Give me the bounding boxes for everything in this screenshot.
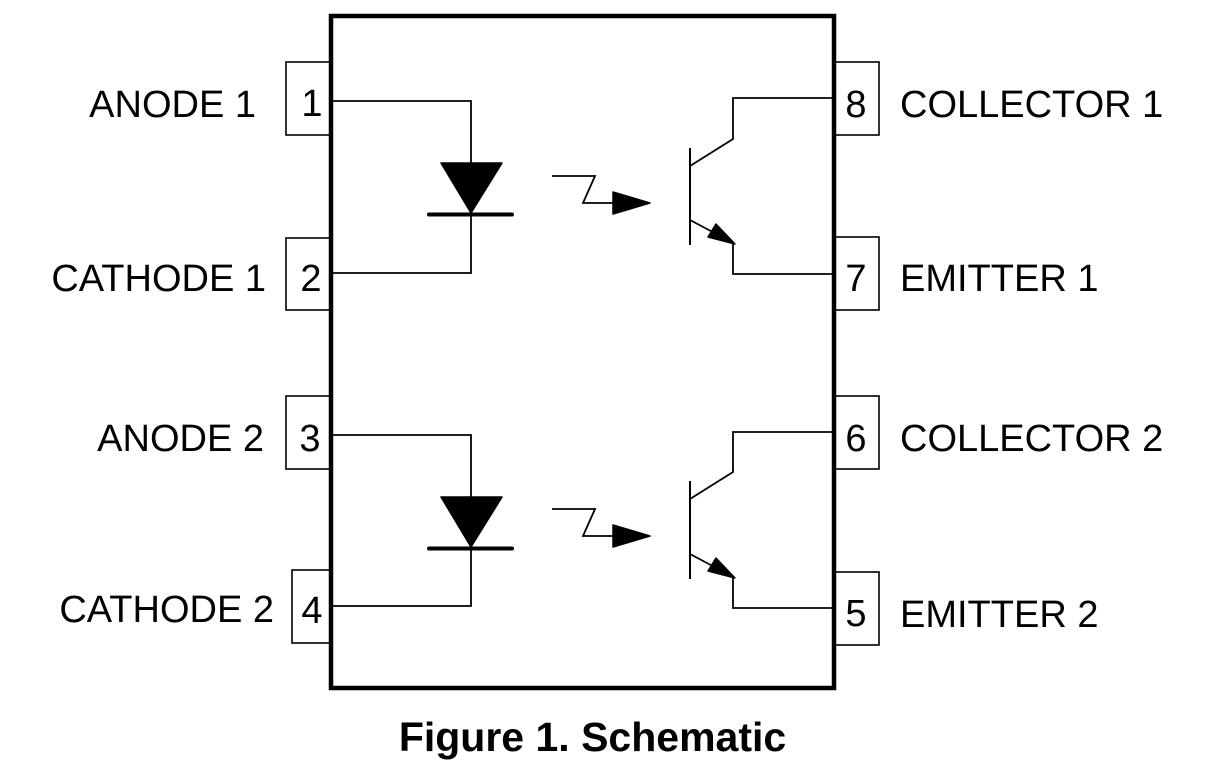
pin-5: 5 EMITTER 2 <box>833 571 1098 646</box>
anode-1-wire <box>331 100 472 165</box>
cathode-1-wire <box>331 215 472 274</box>
pin-7-number: 7 <box>845 258 866 300</box>
package-outline <box>328 13 837 691</box>
anode-2-wire <box>331 434 472 499</box>
pin-3: 3 ANODE 2 <box>97 395 331 470</box>
pin-4: 4 CATHODE 2 <box>59 569 331 644</box>
pin-1-box <box>285 61 331 136</box>
light-2-arrowhead <box>612 524 651 548</box>
pin-1: 1 ANODE 1 <box>89 61 331 136</box>
emitter-1-arrowhead <box>707 223 736 245</box>
light-1-arrowhead <box>612 191 651 215</box>
collector-2-wire <box>689 431 834 500</box>
npn-phototransistor-icon <box>689 431 834 609</box>
collector-1-wire <box>689 97 834 167</box>
cathode-2-wire <box>331 549 472 607</box>
led-diode-icon <box>331 100 514 274</box>
figure-caption: Figure 1. Schematic <box>398 714 787 760</box>
pin-3-label: ANODE 2 <box>97 418 264 460</box>
pin-1-label: ANODE 1 <box>89 84 256 126</box>
pin-2: 2 CATHODE 1 <box>51 237 331 311</box>
light-1-zigzag <box>552 175 620 204</box>
pin-3-box <box>285 395 331 470</box>
pin-7-label: EMITTER 1 <box>900 258 1098 300</box>
pin-2-number: 2 <box>300 258 321 300</box>
pin-5-number: 5 <box>845 593 866 635</box>
pin-1-number: 1 <box>301 83 322 125</box>
pin-6-number: 6 <box>845 418 866 460</box>
pin-3-number: 3 <box>299 418 320 460</box>
light-coupling-arrow-icon <box>552 508 651 548</box>
pin-4-number: 4 <box>301 590 322 632</box>
pin-7: 7 EMITTER 1 <box>833 236 1098 311</box>
led-1-triangle <box>440 162 503 214</box>
light-2-zigzag <box>552 508 620 537</box>
pin-2-label: CATHODE 1 <box>51 258 266 300</box>
pin-8: 8 COLLECTOR 1 <box>833 61 1163 136</box>
pin-4-label: CATHODE 2 <box>59 589 274 631</box>
channel-2 <box>331 431 834 609</box>
emitter-1-wire <box>732 244 834 275</box>
pin-6: 6 COLLECTOR 2 <box>833 395 1163 470</box>
pin-6-label: COLLECTOR 2 <box>900 418 1163 460</box>
led-2-triangle <box>440 496 503 548</box>
light-coupling-arrow-icon <box>552 175 651 215</box>
emitter-2-wire <box>732 578 834 609</box>
pin-8-label: COLLECTOR 1 <box>900 84 1163 126</box>
pin-5-label: EMITTER 2 <box>900 594 1098 636</box>
emitter-2-arrowhead <box>707 557 736 579</box>
pin-2-box <box>285 237 331 311</box>
pin-8-number: 8 <box>845 84 866 126</box>
led-diode-icon <box>331 434 514 607</box>
pin-4-box <box>291 569 331 644</box>
channel-1 <box>331 97 834 275</box>
npn-phototransistor-icon <box>689 97 834 275</box>
